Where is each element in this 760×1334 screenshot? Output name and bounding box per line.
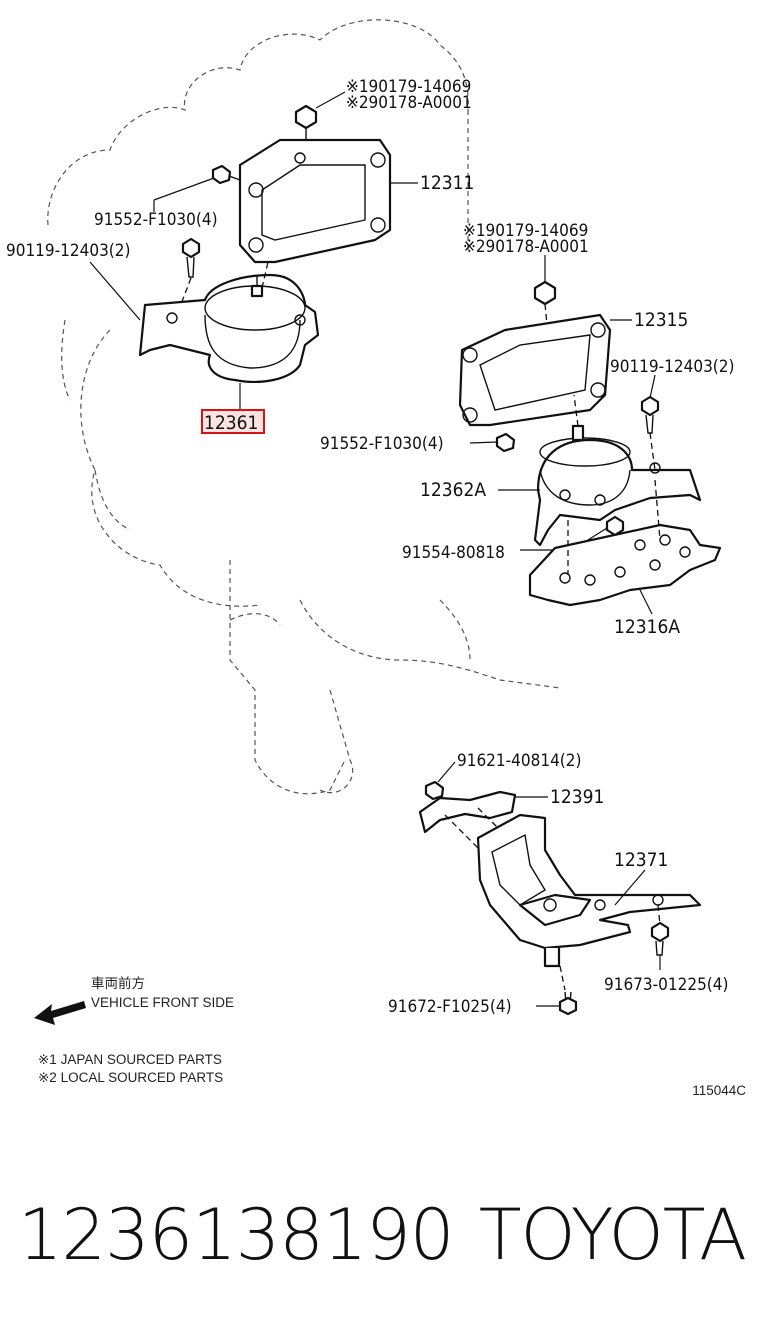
- bolt-91673: [650, 921, 670, 970]
- note-japan-sourced: ※1 JAPAN SOURCED PARTS: [38, 1052, 222, 1067]
- part-number: 1236138190: [18, 1194, 454, 1276]
- label-bolt-90119-left: 90119-12403(2): [6, 241, 130, 261]
- label-nut-1-right: ※190179-14069: [463, 221, 588, 241]
- vehicle-front-indicator: 車両前方 VEHICLE FRONT SIDE: [34, 975, 234, 1025]
- crossmember-12371: [476, 813, 702, 991]
- upper-right-assembly: [458, 255, 722, 615]
- bracket-12311: [238, 138, 418, 264]
- brand-name: TOYOTA: [478, 1194, 747, 1276]
- label-plate-12316A: 12316A: [614, 616, 680, 638]
- label-bolt-91672: 91672-F1025(4): [388, 997, 512, 1017]
- label-bolt-91673: 91673-01225(4): [604, 975, 728, 995]
- note-local-sourced: ※2 LOCAL SOURCED PARTS: [38, 1070, 223, 1085]
- bracket-12315: [458, 313, 632, 427]
- label-nut-2-left: ※290178-A0001: [346, 93, 472, 113]
- bolt-91552-right: [469, 432, 516, 453]
- bolt-91621: [424, 761, 456, 801]
- bolt-91552-left: [153, 164, 241, 212]
- label-bracket-12315: 12315: [634, 309, 688, 331]
- label-bracket-12391: 12391: [550, 786, 604, 808]
- label-bolt-91621: 91621-40814(2): [457, 751, 581, 771]
- footer: 1236138190 TOYOTA: [0, 1180, 760, 1290]
- label-nut-2-right: ※290178-A0001: [463, 237, 589, 257]
- lower-assembly: [418, 761, 702, 1016]
- direction-label-en: VEHICLE FRONT SIDE: [91, 995, 234, 1010]
- label-bracket-12311: 12311: [420, 172, 474, 194]
- bolt-91672: [536, 991, 578, 1016]
- label-bolt-91554: 91554-80818: [402, 543, 505, 563]
- front-arrow-icon: [34, 1001, 86, 1025]
- mount-12362A: [498, 394, 702, 547]
- bracket-12391: [418, 790, 548, 861]
- parts-diagram: ※190179-14069 ※290178-A0001 12311 91552-…: [6, 19, 746, 1098]
- label-mount-12362A: 12362A: [420, 479, 486, 501]
- label-mount-12361: 12361: [204, 412, 258, 434]
- label-bolt-90119-right: 90119-12403(2): [610, 357, 734, 377]
- plate-12316A: [528, 479, 722, 615]
- label-nut-1-left: ※190179-14069: [346, 77, 471, 97]
- bolt-90119-left: [174, 237, 201, 321]
- highlight-box-12361: [201, 409, 265, 434]
- engine-ghost-outline: [47, 19, 561, 795]
- bolt-90119-right: [640, 374, 660, 471]
- direction-label-jp: 車両前方: [91, 975, 145, 991]
- label-crossmember-12371: 12371: [614, 849, 668, 871]
- label-bolt-91552-right: 91552-F1030(4): [320, 434, 444, 454]
- label-bolt-91552-left: 91552-F1030(4): [94, 210, 218, 230]
- mount-12361: [138, 261, 320, 410]
- upper-left-assembly: [89, 91, 418, 434]
- figure-id: 115044C: [692, 1083, 746, 1098]
